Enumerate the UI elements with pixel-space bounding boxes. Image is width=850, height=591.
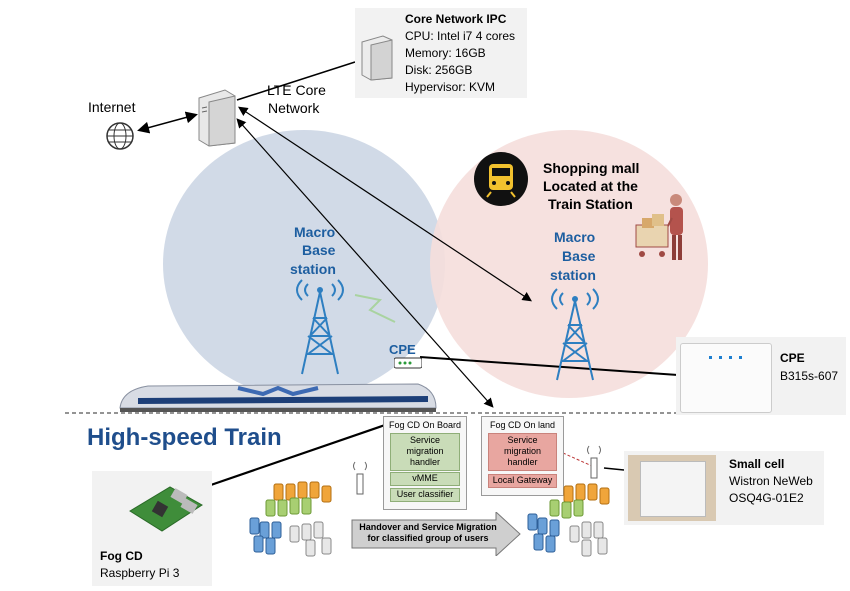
lte-core-server-icon [195,88,239,148]
macro-right-label: Macro [554,229,596,245]
core-ipc-panel: Core Network IPC CPU: Intel i7 4 cores M… [355,8,527,98]
train-icon [118,380,438,414]
user-group-right [524,478,620,560]
macro-left-label: Macro [294,224,336,240]
fog-land-item: Service migration handler [488,433,557,471]
antenna-icon [350,456,370,496]
raspberry-pi-icon [126,481,206,536]
small-cell-body [640,461,706,517]
train-label: High-speed Train [87,424,282,451]
small-cell-title: Small cell [729,457,785,471]
core-ipc-spec: Disk: 256GB [405,63,473,77]
fog-board-item: User classifier [390,488,460,502]
status-led-icon [729,356,732,359]
globe-icon [105,121,135,151]
shopping-cart-icon [628,190,690,270]
macro-left-label: Base [302,242,336,258]
internet-label: Internet [88,99,136,115]
small-cell-panel: Small cell Wistron NeWeb OSQ4G-01E2 [624,451,824,525]
mall-label: Located at the [543,178,638,194]
small-cell-model: OSQ4G-01E2 [729,491,804,505]
core-ipc-spec: Hypervisor: KVM [405,80,496,94]
status-led-icon [709,356,712,359]
cell-tower-icon [280,276,360,376]
fog-on-land-box: Fog CD On land Service migration handler… [481,416,564,496]
fog-cd-panel: Fog CD Raspberry Pi 3 [92,471,212,586]
handover-arrow: Handover and Service Migration for class… [350,512,522,556]
train-station-icon [474,152,528,206]
mall-label: Train Station [548,196,633,212]
fog-on-land-title: Fog CD On land [489,420,556,430]
mall-label: Shopping mall [543,160,640,176]
cpe-device-model: B315s-607 [780,369,839,383]
cpe-router-icon [394,357,422,369]
lte-core-label: LTE Core [267,82,326,98]
core-ipc-spec: CPU: Intel i7 4 cores [405,29,516,43]
macro-right-label: Base [562,248,596,264]
handover-label: Handover and Service Migration for class… [359,522,497,543]
fog-board-item: Service migration handler [390,433,460,471]
router-device-icon [680,343,772,413]
cpe-label: CPE [389,342,416,357]
small-cell-vendor: Wistron NeWeb [729,474,813,488]
fog-board-item: vMME [390,472,460,486]
core-ipc-spec: Memory: 16GB [405,46,486,60]
macro-left-label: station [290,261,336,277]
fog-land-item: Local Gateway [488,474,557,488]
status-led-icon [719,356,722,359]
ipc-server-icon [359,34,395,82]
user-group-left [246,478,342,560]
fog-on-board-title: Fog CD On Board [388,420,462,430]
lte-core-label-2: Network [268,100,320,116]
core-ipc-title: Core Network IPC [405,12,507,26]
fog-cd-title: Fog CD [100,549,143,563]
antenna-icon [584,440,604,480]
macro-right-label: station [550,267,596,283]
fog-on-board-box: Fog CD On Board Service migration handle… [383,416,467,510]
small-cell-device-icon [628,455,716,521]
cpe-device-panel: CPE B315s-607 [676,337,846,415]
cell-tower-icon [535,285,615,385]
status-led-icon [739,356,742,359]
fog-cd-model: Raspberry Pi 3 [100,566,180,580]
cpe-device-title: CPE [780,351,805,365]
